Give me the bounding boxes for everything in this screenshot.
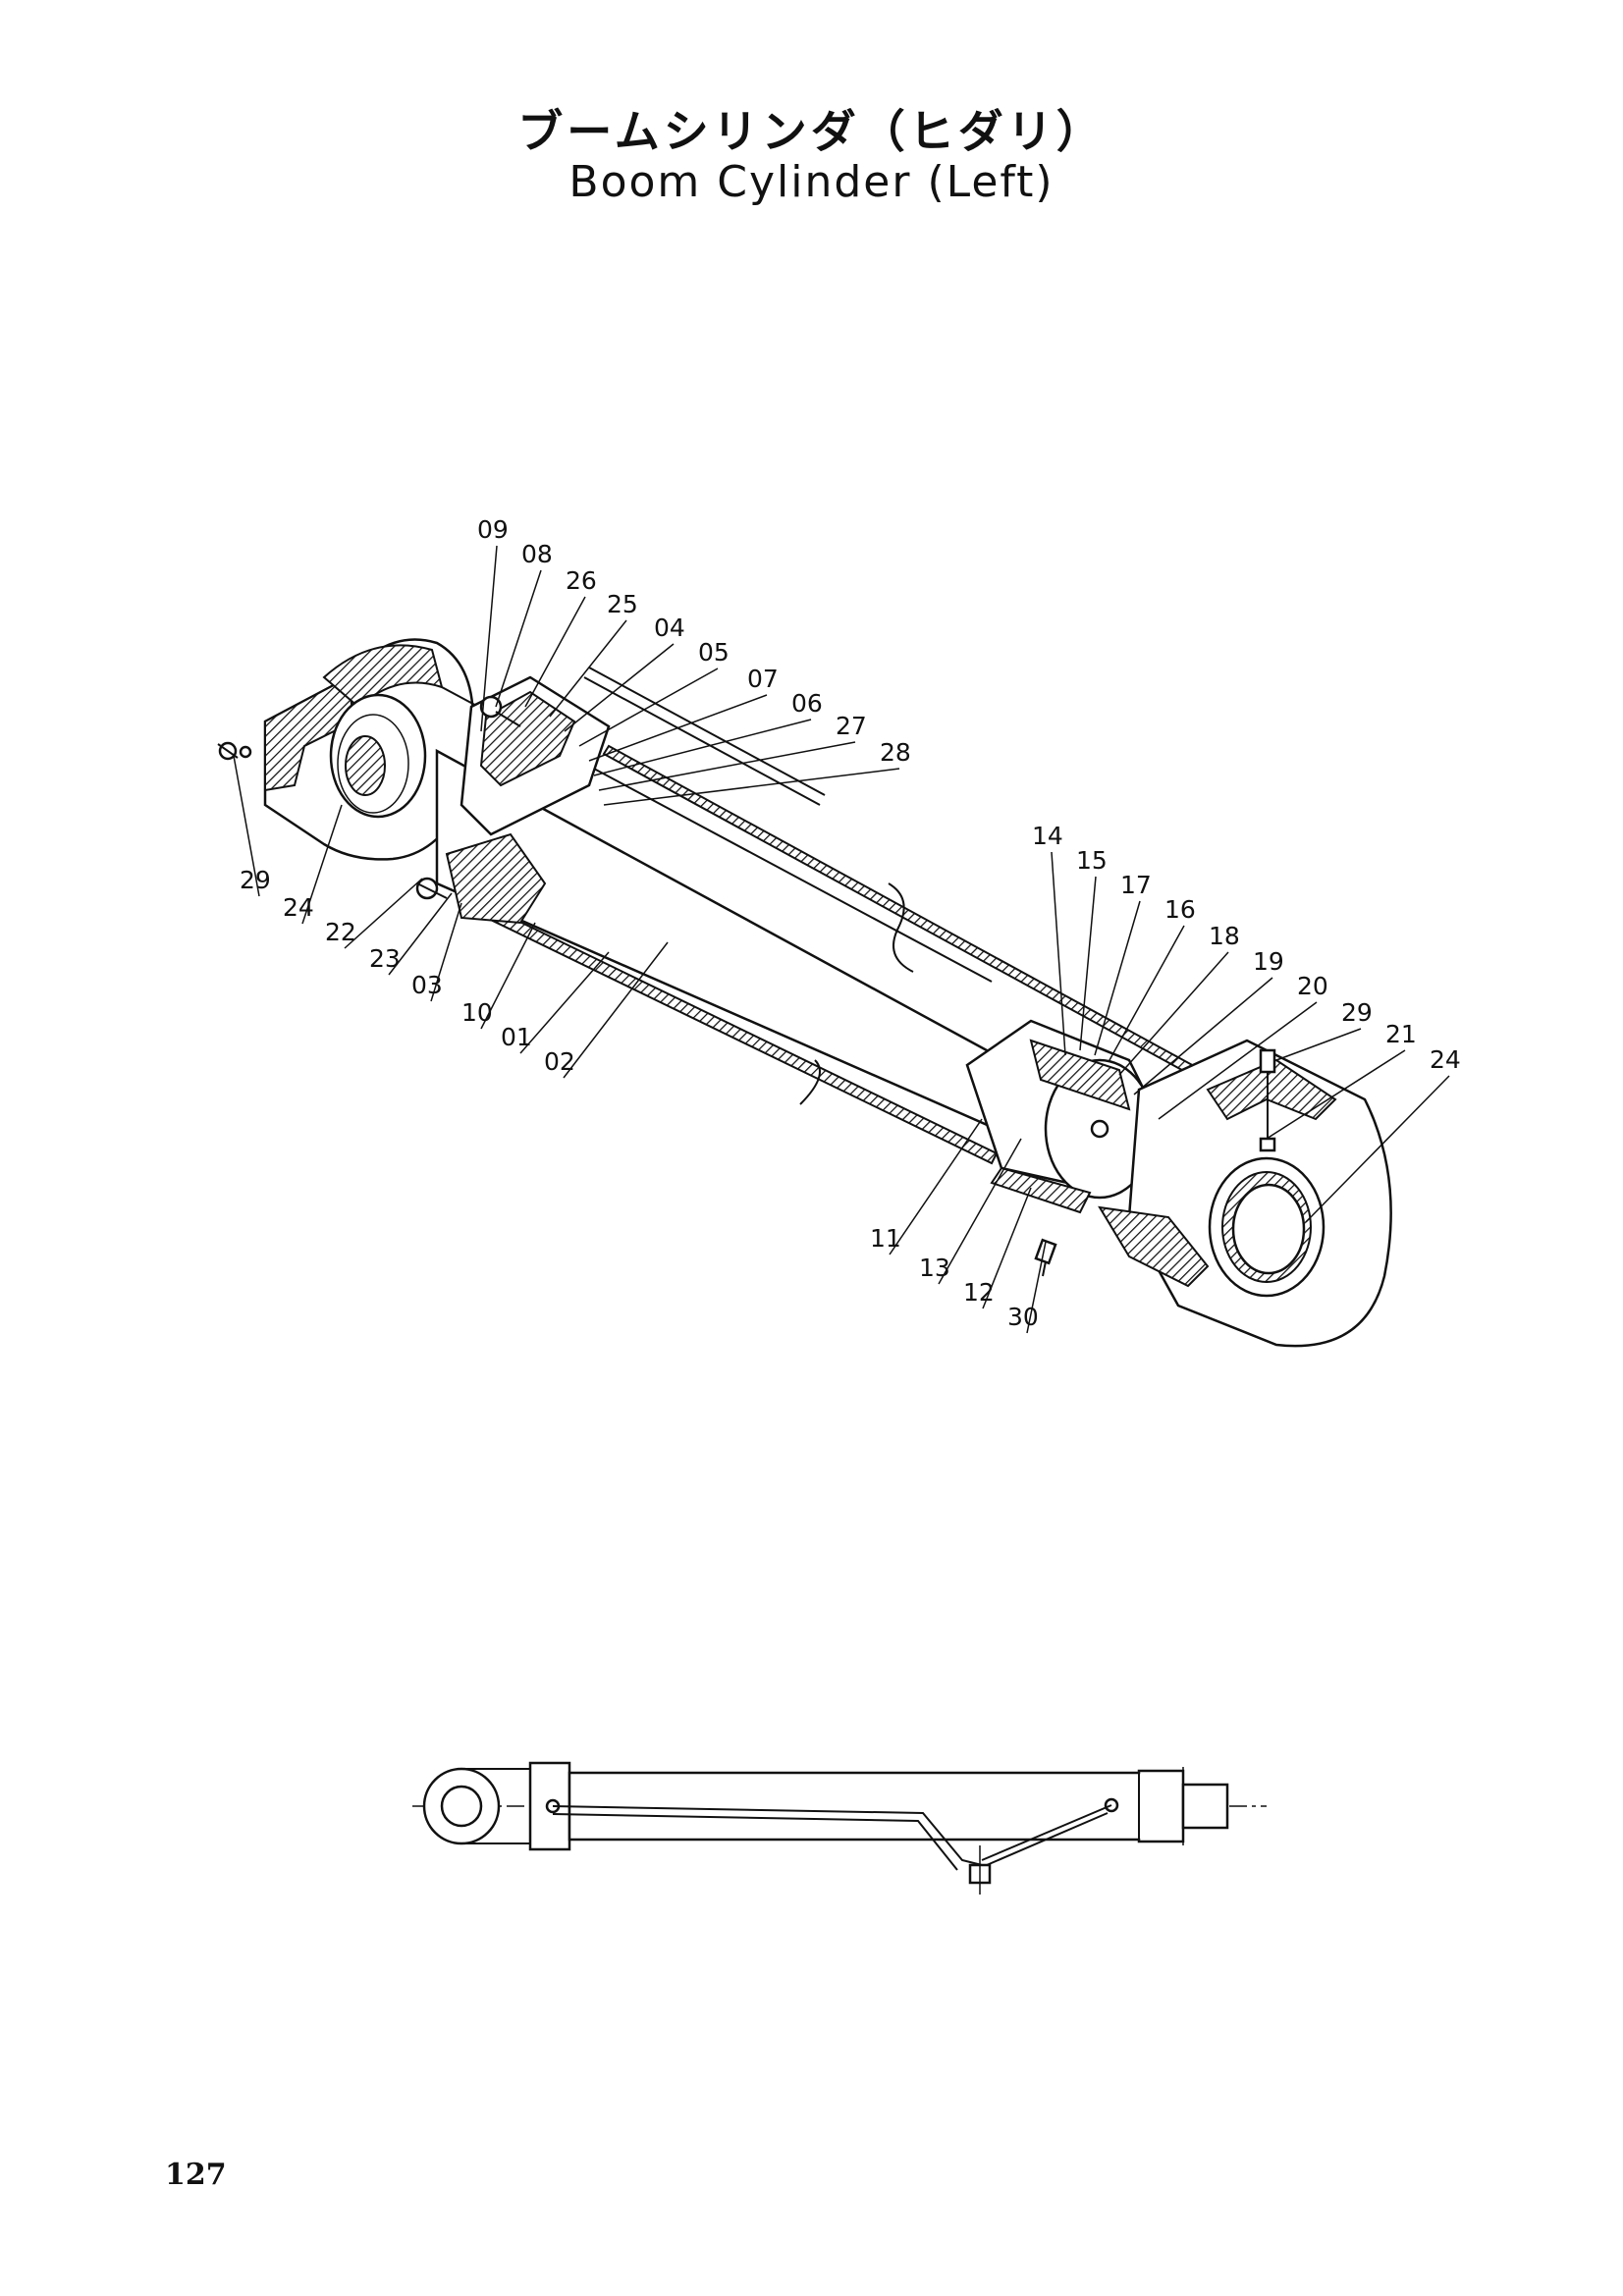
leader-line-24 (301, 804, 343, 925)
break-mark-upper (888, 882, 914, 973)
part-label-04: 04 (654, 614, 685, 642)
part-label-07: 07 (747, 665, 779, 693)
leader-line-06 (593, 719, 812, 776)
part-label-17: 17 (1120, 871, 1152, 899)
part-label-06: 06 (791, 689, 823, 718)
part-label-23: 23 (369, 944, 401, 973)
part-label-13: 13 (919, 1254, 950, 1282)
grease-fitting-left (217, 741, 252, 761)
part-label-29: 29 (1341, 998, 1373, 1027)
part-label-24: 24 (283, 893, 314, 922)
leader-line-08 (495, 569, 542, 708)
part-label-24: 24 (1430, 1045, 1461, 1074)
leader-line-10 (480, 922, 536, 1030)
break-mark-lower (799, 1059, 821, 1105)
side-piping (552, 1805, 983, 1866)
leader-line-07 (588, 694, 768, 762)
part-label-27: 27 (836, 712, 867, 740)
part-label-05: 05 (698, 638, 730, 667)
part-label-08: 08 (521, 540, 553, 568)
callouts: 09 08 26 25 04 05 07 06 27 28 29 24 22 23 03 10 01 02 14 15… (233, 515, 1461, 1334)
part-label-09: 09 (477, 515, 509, 544)
part-label-18: 18 (1209, 922, 1240, 950)
leader-line-22 (344, 878, 423, 949)
part-label-20: 20 (1297, 972, 1328, 1000)
leader-line-18 (1118, 951, 1229, 1076)
part-label-12: 12 (963, 1278, 995, 1307)
part-label-25: 25 (607, 590, 638, 618)
part-label-10: 10 (461, 998, 493, 1027)
part-label-28: 28 (880, 738, 911, 767)
part-label-29: 29 (240, 866, 271, 894)
piping-tube (588, 667, 826, 796)
leader-line-21 (1266, 1049, 1406, 1140)
part-label-02: 02 (544, 1047, 575, 1076)
part-label-21: 21 (1385, 1020, 1417, 1048)
leader-line-11 (889, 1118, 983, 1255)
leader-line-28 (603, 768, 900, 806)
part-label-03: 03 (411, 971, 443, 999)
part-label-11: 11 (870, 1224, 901, 1253)
leader-line-02 (563, 941, 669, 1079)
leader-line-09 (480, 545, 498, 732)
leader-line-25 (549, 619, 627, 718)
page-title-english: Boom Cylinder (Left) (568, 157, 1055, 207)
cylinder-side-view (412, 1761, 1267, 1895)
page-title-japanese: ブームシリンダ（ヒダリ） (517, 105, 1106, 158)
part-label-14: 14 (1032, 822, 1063, 850)
side-tube (568, 1769, 1185, 1843)
leader-line-27 (598, 741, 856, 791)
leader-line-13 (938, 1138, 1022, 1285)
leader-line-05 (578, 667, 719, 747)
piston-assembly (965, 1019, 1210, 1214)
leader-line-16 (1109, 925, 1185, 1061)
pin-bushing-left (345, 735, 386, 796)
part-label-26: 26 (566, 566, 597, 595)
leader-line-15 (1079, 876, 1097, 1051)
leader-line-23 (388, 892, 453, 976)
cylinder-exploded-view (217, 638, 1392, 1348)
leader-line-17 (1094, 900, 1141, 1056)
leader-line-01 (519, 951, 610, 1054)
part-label-15: 15 (1076, 846, 1108, 875)
part-label-22: 22 (325, 918, 356, 946)
leader-line-03 (430, 902, 462, 1002)
rod-eye-left-top-section (322, 644, 444, 709)
leader-line-24 (1305, 1075, 1450, 1223)
part-label-30: 30 (1007, 1303, 1039, 1331)
leader-line-29 (233, 755, 260, 897)
page-number: 127 (165, 2158, 227, 2192)
leader-line-19 (1133, 977, 1273, 1095)
leader-line-04 (564, 643, 675, 732)
part-label-01: 01 (501, 1023, 532, 1051)
leader-line-20 (1158, 1001, 1318, 1120)
part-label-16: 16 (1164, 895, 1196, 924)
side-rod (1181, 1783, 1229, 1830)
leader-line-12 (982, 1187, 1032, 1309)
leader-line-26 (524, 596, 586, 708)
leader-line-30 (1026, 1241, 1047, 1334)
leader-line-14 (1051, 851, 1066, 1056)
part-label-19: 19 (1253, 947, 1284, 976)
leader-line-29 (1275, 1028, 1362, 1061)
